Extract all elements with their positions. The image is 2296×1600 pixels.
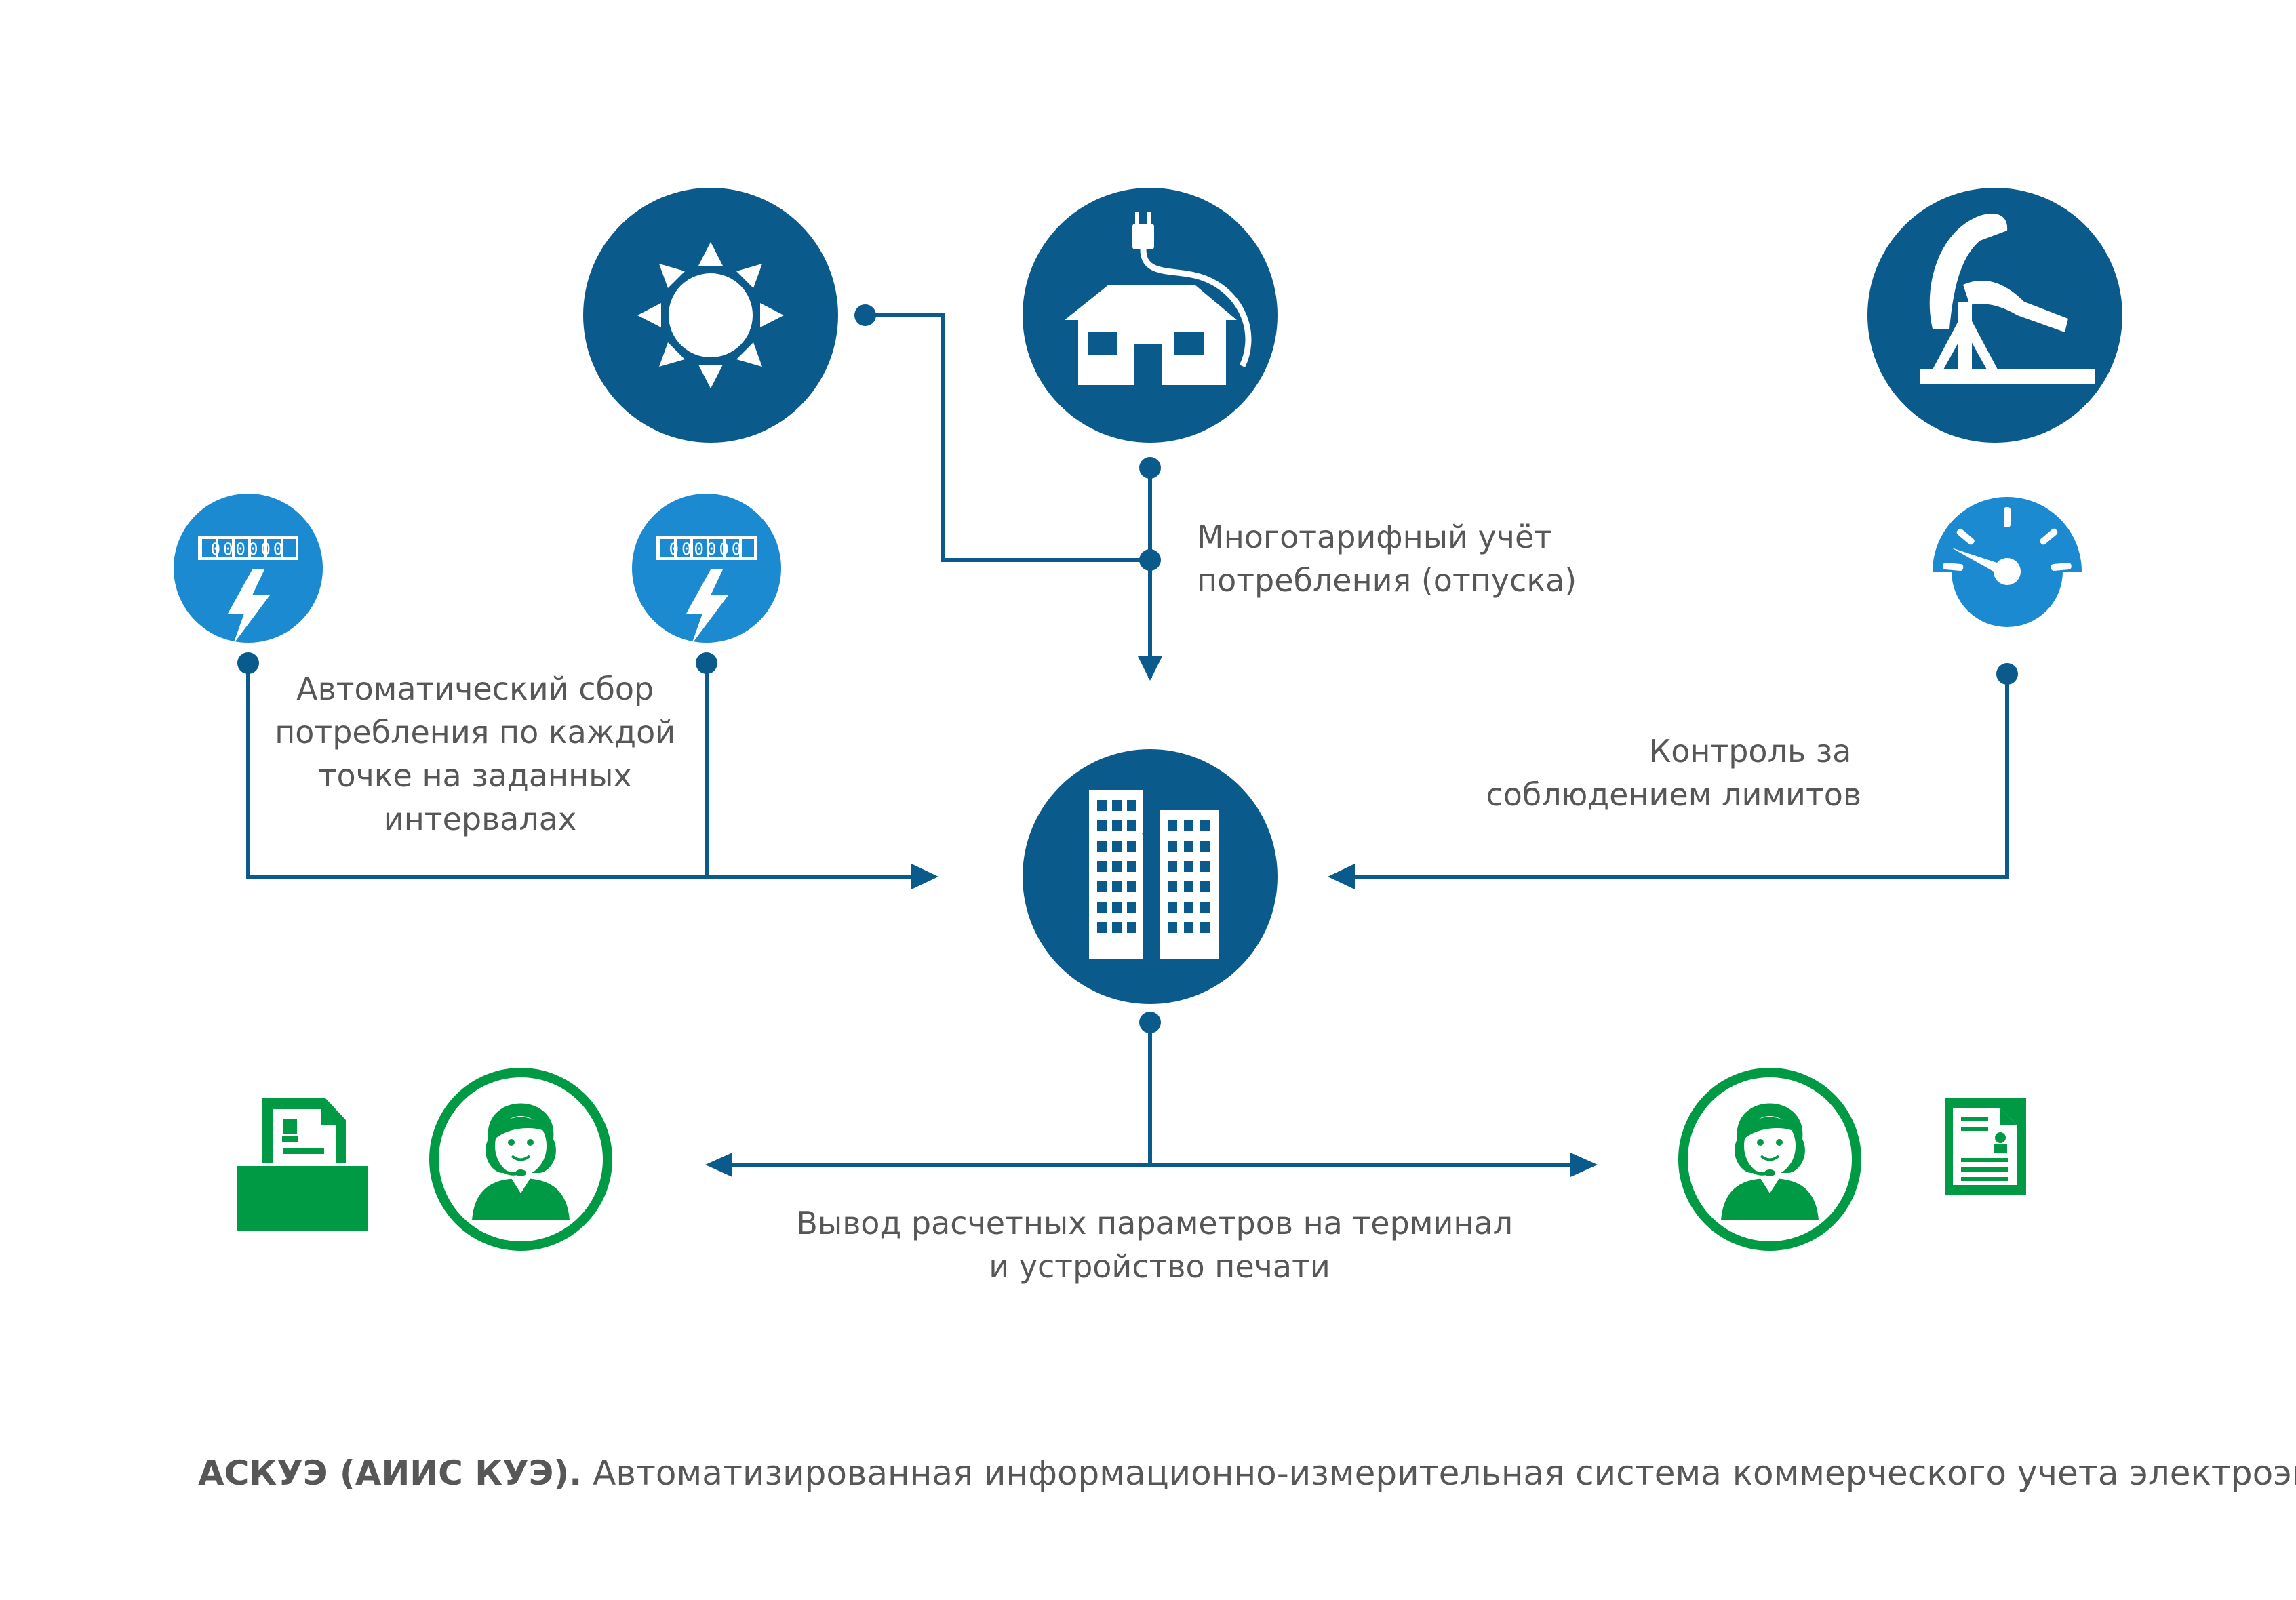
label-limits: Контроль за соблюдением лимитов bbox=[1486, 733, 1861, 813]
arrowheads bbox=[705, 656, 1598, 1177]
label-multitariff-line-1: Многотарифный учёт bbox=[1197, 519, 1552, 555]
dot-junction bbox=[1139, 549, 1161, 571]
oil-pump-icon bbox=[1920, 213, 2095, 384]
meter-right-digit-cells bbox=[660, 539, 754, 557]
meter-left-circle bbox=[174, 494, 323, 643]
office-building-icon bbox=[1089, 790, 1219, 959]
meter-left-digit-cells bbox=[202, 539, 296, 557]
dot-meter-left bbox=[237, 652, 259, 674]
connectors bbox=[246, 313, 2009, 1167]
label-auto-collect-line-3: точке на заданных bbox=[319, 757, 632, 794]
label-output-line-1: Вывод расчетных параметров на терминал bbox=[796, 1205, 1513, 1241]
label-output: Вывод расчетных параметров на терминал и… bbox=[796, 1205, 1522, 1285]
connector-dots bbox=[237, 304, 2018, 1033]
label-auto-collect-line-4: интервалах bbox=[384, 801, 576, 837]
label-auto-collect-line-2: потребления по каждой bbox=[275, 714, 675, 751]
operator-headset-icon bbox=[472, 1103, 570, 1220]
node-meter-right: 000000 bbox=[632, 494, 781, 644]
caption: АСКУЭ (АИИС КУЭ). Автоматизированная инф… bbox=[198, 1454, 2296, 1493]
gauge-icon bbox=[1931, 507, 2083, 647]
label-multitariff-line-2: потребления (отпуска) bbox=[1197, 562, 1577, 599]
node-sun bbox=[583, 188, 838, 443]
label-limits-line-1: Контроль за bbox=[1649, 733, 1852, 769]
caption-text: Автоматизированная информационно-измерит… bbox=[593, 1454, 2296, 1493]
connector-meter-left bbox=[246, 663, 929, 879]
arrow-right-output bbox=[1570, 1153, 1598, 1177]
node-server bbox=[1023, 749, 1278, 1004]
arrow-right-to-server bbox=[911, 864, 938, 889]
connector-gauge-to-server bbox=[1336, 674, 2009, 879]
node-meter-left: 000000 bbox=[174, 494, 323, 644]
label-limits-line-2: соблюдением лимитов bbox=[1486, 776, 1861, 813]
label-output-line-2: и устройство печати bbox=[989, 1248, 1330, 1285]
connector-sun-to-trunk bbox=[865, 313, 1150, 562]
electric-meter-icon: 000000 bbox=[656, 536, 757, 644]
house-plug-icon bbox=[1065, 212, 1252, 385]
arrow-left-output bbox=[705, 1153, 732, 1177]
node-gauge bbox=[1931, 497, 2083, 647]
printer-icon bbox=[237, 1098, 368, 1231]
sun-icon bbox=[637, 242, 784, 388]
dot-server bbox=[1139, 1012, 1161, 1033]
node-pump bbox=[1867, 188, 2122, 443]
arrow-down-to-server bbox=[1138, 656, 1162, 681]
server-circle bbox=[1023, 749, 1278, 1004]
document-icon bbox=[1945, 1098, 2026, 1195]
meter-left-digits: 000000 bbox=[211, 540, 286, 559]
caption-bold: АСКУЭ (АИИС КУЭ). bbox=[198, 1454, 582, 1493]
arrow-left-to-server bbox=[1328, 864, 1355, 889]
label-auto-collect: Автоматический сбор потребления по каждо… bbox=[275, 671, 686, 837]
node-operator-left bbox=[429, 1068, 612, 1251]
node-house bbox=[1023, 188, 1278, 443]
node-operator-right bbox=[1678, 1068, 1861, 1251]
operator-headset-icon bbox=[1721, 1103, 1819, 1220]
dot-sun bbox=[854, 304, 876, 326]
dot-gauge bbox=[1996, 663, 2018, 685]
meter-right-digits: 000000 bbox=[669, 540, 745, 559]
label-multitariff: Многотарифный учёт потребления (отпуска) bbox=[1197, 519, 1577, 599]
meter-right-circle bbox=[632, 494, 781, 643]
label-auto-collect-line-1: Автоматический сбор bbox=[296, 671, 654, 707]
dot-meter-right bbox=[696, 652, 717, 674]
electric-meter-icon: 000000 bbox=[198, 536, 298, 644]
dot-house bbox=[1139, 457, 1161, 479]
